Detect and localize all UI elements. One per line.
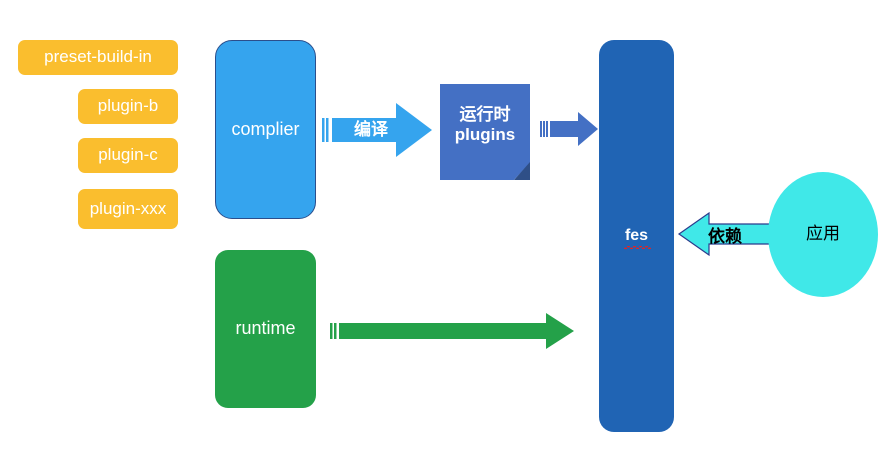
plugin-chip-preset-build-in[interactable]: preset-build-in (18, 40, 178, 75)
arrow-depend-label-wrap: 依赖 (700, 222, 750, 246)
arrow-compile-label: 编译 (354, 119, 388, 139)
node-runtime-label: runtime (235, 318, 296, 339)
arrow-compile-label-wrap: 编译 (345, 114, 397, 140)
plugin-chip-label: plugin-c (98, 145, 158, 165)
node-fes[interactable]: fes (599, 40, 674, 432)
plugin-chip-label: preset-build-in (44, 47, 152, 67)
plugin-chip-label: plugin-xxx (89, 199, 167, 219)
arrow-depend-label: 依赖 (708, 226, 742, 246)
plugin-chip-plugin-xxx[interactable]: plugin-xxx (78, 189, 178, 229)
node-runtime-plugins-label-line1: 运行时 (459, 104, 511, 124)
node-complier[interactable]: complier (215, 40, 316, 219)
plugin-chip-label: plugin-b (97, 96, 159, 116)
node-runtime[interactable]: runtime (215, 250, 316, 408)
arrow-emit (540, 112, 598, 146)
plugin-chip-plugin-c[interactable]: plugin-c (78, 138, 178, 173)
node-app[interactable]: 应用 (768, 172, 878, 297)
node-app-label: 应用 (806, 224, 840, 244)
node-fes-label: fes (623, 226, 652, 250)
arrow-runtime-link (330, 313, 574, 349)
node-runtime-plugins[interactable]: 运行时 plugins (440, 84, 530, 180)
node-complier-label: complier (231, 118, 300, 139)
node-runtime-plugins-label-line2: plugins (454, 125, 516, 144)
plugin-chip-plugin-b[interactable]: plugin-b (78, 89, 178, 124)
arrow-compile (322, 103, 432, 157)
